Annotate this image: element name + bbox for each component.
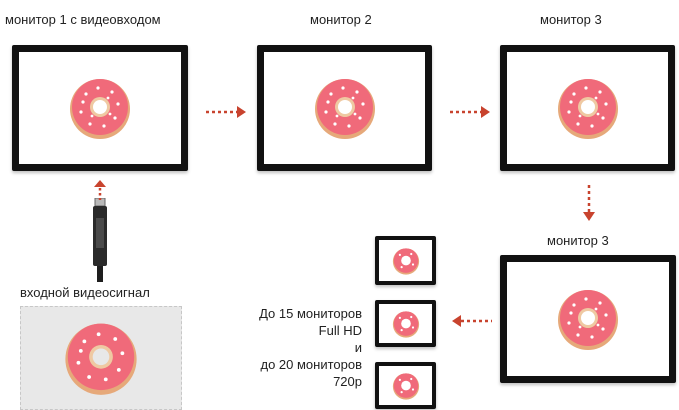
- capacity-line-4: до 20 мониторов: [260, 357, 362, 372]
- donut-image: [392, 310, 420, 338]
- dotted-arrow-icon: [450, 106, 490, 118]
- monitor-2: [257, 45, 432, 171]
- donut-image: [313, 76, 377, 140]
- donut-image: [392, 372, 420, 400]
- dotted-arrow-icon: [94, 180, 106, 200]
- donut-image: [392, 247, 420, 275]
- monitor-1: [12, 45, 188, 171]
- small-monitor-3: [375, 362, 436, 409]
- input-signal-label: входной видеосигнал: [20, 285, 150, 300]
- monitor-1-label: монитор 1 с видеовходом: [5, 12, 161, 27]
- donut-image: [68, 76, 132, 140]
- monitor-3: [500, 45, 675, 171]
- dotted-arrow-icon: [583, 185, 595, 221]
- capacity-line-5: 720p: [333, 374, 362, 389]
- capacity-text: До 15 мониторов Full HD и до 20 мониторо…: [228, 305, 362, 390]
- small-monitor-1: [375, 236, 436, 285]
- monitor-4: [500, 255, 676, 383]
- small-monitor-2: [375, 300, 436, 347]
- donut-image: [556, 76, 620, 140]
- monitor-4-label: монитор 3: [547, 233, 609, 248]
- monitor-3-label: монитор 3: [540, 12, 602, 27]
- monitor-2-label: монитор 2: [310, 12, 372, 27]
- capacity-line-1: До 15 мониторов: [259, 306, 362, 321]
- donut-image: [63, 320, 139, 396]
- input-signal-panel: [20, 306, 182, 410]
- donut-image: [556, 287, 620, 351]
- dotted-arrow-icon: [452, 315, 492, 327]
- dotted-arrow-icon: [206, 106, 246, 118]
- capacity-line-2: Full HD: [318, 323, 362, 338]
- hdmi-cable-icon: [93, 198, 107, 282]
- capacity-line-3: и: [354, 340, 362, 355]
